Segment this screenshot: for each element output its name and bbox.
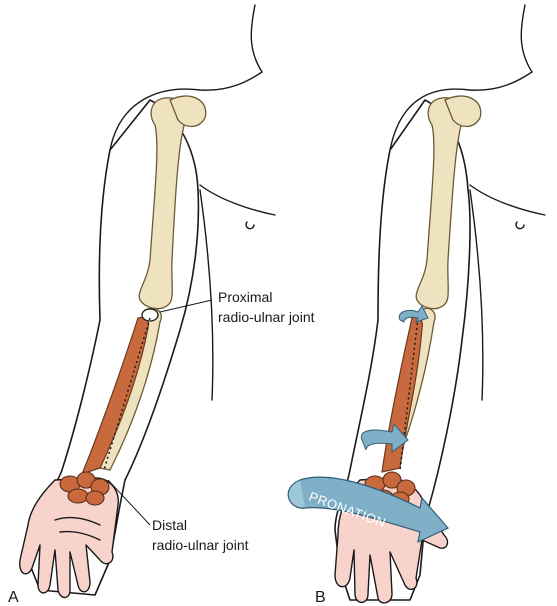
panel-a-neck-outline <box>251 5 262 72</box>
proximal-joint-label-line2: radio-ulnar joint <box>218 309 315 325</box>
panel-a-torso-outline <box>200 190 213 400</box>
distal-joint-label-line2: radio-ulnar joint <box>152 537 249 553</box>
distal-joint-label-line1: Distal <box>152 517 187 533</box>
panel-a-chest-outline <box>200 185 275 215</box>
panel-b-neck-outline <box>521 5 532 72</box>
panel-a-label: A <box>8 589 19 606</box>
panel-b-label: B <box>315 589 326 606</box>
panel-b-chest-outline <box>470 185 545 215</box>
proximal-joint-label-line1: Proximal <box>218 289 272 305</box>
panel-a-nipple <box>246 222 254 229</box>
panel-b-nipple <box>516 222 524 229</box>
panel-b-torso-outline <box>470 190 483 400</box>
